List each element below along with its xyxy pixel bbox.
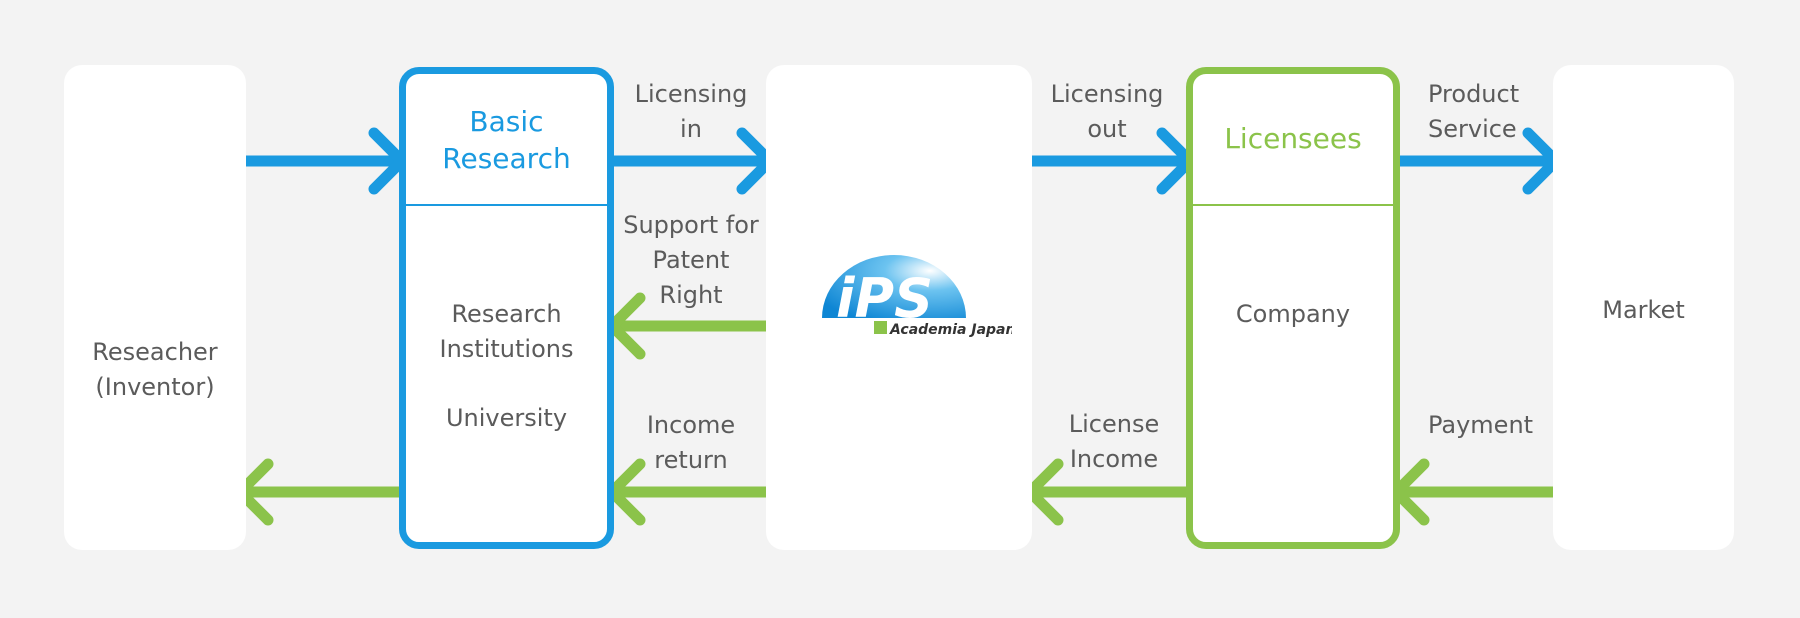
university-label: University	[445, 404, 568, 432]
researcher-label: Reseacher (Inventor)	[92, 338, 218, 401]
licensing-out-label: Licensing out	[1050, 80, 1164, 143]
basic-research-divider	[406, 204, 607, 206]
licensees-divider	[1193, 204, 1393, 206]
license-income-label: License Income	[1068, 410, 1160, 473]
payment-label: Payment	[1428, 411, 1534, 439]
market-label: Market	[1602, 296, 1685, 324]
research-institutions-label: Research Institutions	[439, 300, 574, 363]
licensing-in-label: Licensing in	[634, 80, 748, 143]
licensees-title: Licensees	[1224, 122, 1362, 155]
company-label: Company	[1235, 300, 1351, 328]
ips-logo-mark: iPS	[836, 267, 933, 330]
basic-research-box: Basic Research Research Institutions Uni…	[399, 67, 614, 549]
ips-logo-icon: iPS Academia Japan	[822, 255, 1012, 338]
income-return-label: Income return	[646, 411, 736, 474]
basic-research-title: Basic Research	[442, 105, 571, 175]
support-patent-label: Support for Patent Right	[623, 211, 759, 309]
market-box: Market	[1553, 65, 1734, 550]
researcher-box: Reseacher (Inventor)	[64, 65, 246, 550]
licensees-box: Licensees Company	[1186, 67, 1400, 549]
ips-logo-text: Academia Japan	[889, 322, 1012, 338]
ips-academia-box: iPS Academia Japan	[766, 65, 1032, 550]
product-service-label: Product Service	[1428, 80, 1520, 143]
